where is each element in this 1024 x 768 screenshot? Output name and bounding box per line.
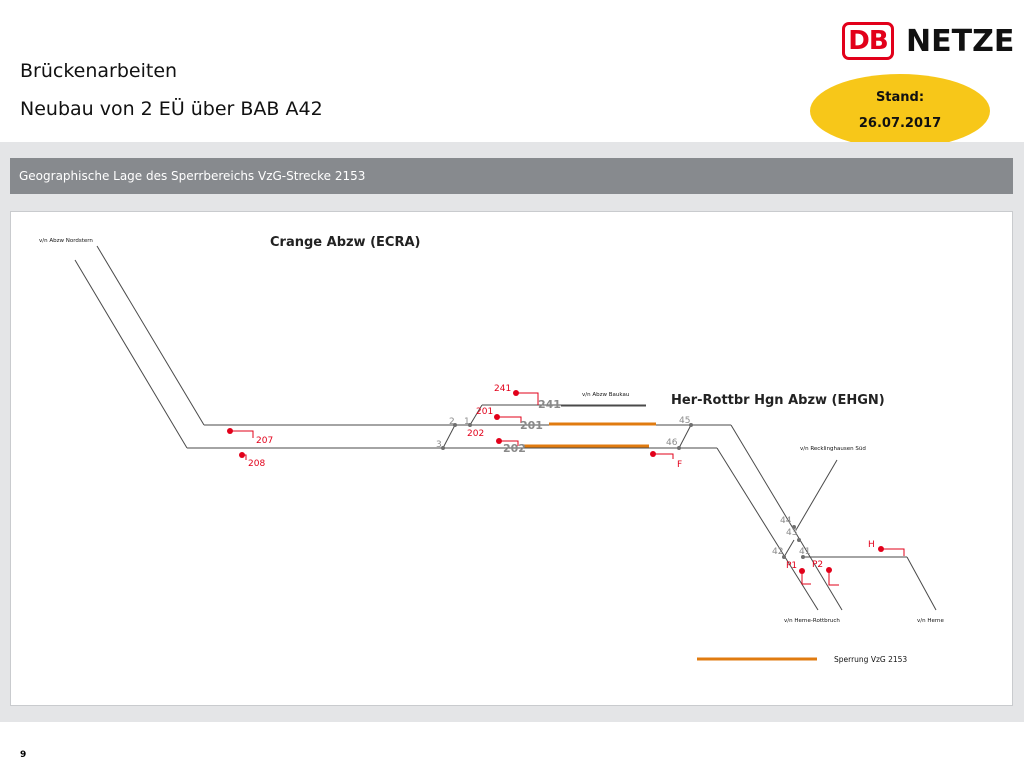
- switch-point-3: [441, 446, 445, 450]
- track-202-label: 202: [503, 442, 526, 455]
- direction-herne-label: v/n Herne: [917, 618, 945, 624]
- signal-f-bracket: [653, 453, 674, 459]
- switch-46-label: 46: [666, 438, 678, 448]
- track-241-label: 241: [538, 398, 561, 411]
- slide-title: Brückenarbeiten: [20, 60, 178, 82]
- signal-p1-label: P1: [786, 561, 797, 571]
- crossover-1-241: [469, 404, 483, 426]
- switch-42-label: 42: [772, 547, 783, 557]
- db-logo-mark: DB: [842, 22, 894, 60]
- switch-43-label: 43: [786, 528, 797, 538]
- direction-recklinghausen-label: v/n Recklinghausen Süd: [800, 446, 866, 452]
- page-number: 9: [20, 750, 27, 760]
- switch-point-41: [801, 555, 805, 559]
- signal-h-label: H: [868, 540, 875, 550]
- track-lower-left-diagonal: [74, 259, 188, 449]
- signal-241-head: [513, 390, 519, 396]
- closure-lines: [524, 422, 817, 661]
- direction-baukau-label: v/n Abzw Baukau: [582, 392, 629, 398]
- netze-logo-text: NETZE: [906, 24, 1015, 59]
- stand-label: Stand:: [875, 90, 925, 105]
- switch-45-label: 45: [679, 416, 690, 426]
- signal-brackets: [230, 392, 905, 586]
- signal-208-head: [239, 452, 245, 458]
- signal-labels: 207 208 241 201 202 F H P1 P2: [248, 384, 875, 571]
- switch-point-42: [782, 555, 786, 559]
- signal-207-label: 207: [256, 436, 273, 446]
- signal-h-head: [878, 546, 884, 552]
- switch-44-label: 44: [780, 516, 792, 526]
- crossover-2-3: [442, 424, 456, 449]
- direction-nordstern-label: v/n Abzw Nordstern: [39, 238, 93, 244]
- slide-subtitle: Neubau von 2 EÜ über BAB A42: [20, 98, 323, 120]
- switch-3-label: 3: [436, 440, 442, 450]
- content-panel: Geographische Lage des Sperrbereichs VzG…: [0, 142, 1024, 722]
- station-herne-label: Her-Rottbr Hgn Abzw (EHGN): [671, 393, 885, 408]
- crossover-45-46: [678, 424, 692, 449]
- track-diagram: Crange Abzw (ECRA) Her-Rottbr Hgn Abzw (…: [10, 211, 1013, 706]
- track-201-label: 201: [520, 419, 543, 432]
- track-herne-diagonal: [906, 556, 937, 611]
- signal-f-label: F: [677, 460, 682, 470]
- signal-201-label: 201: [476, 407, 493, 417]
- signal-f-head: [650, 451, 656, 457]
- signal-201-head: [494, 414, 500, 420]
- track-lower-right-diagonal: [716, 447, 819, 611]
- signal-207-bracket: [230, 430, 254, 438]
- switch-point-46: [677, 446, 681, 450]
- signal-p1-bracket: [801, 571, 811, 585]
- signal-208-label: 208: [248, 459, 265, 469]
- signal-p2-head: [826, 567, 832, 573]
- switch-41-label: 41: [799, 547, 810, 557]
- switch-1-label: 1: [464, 417, 470, 427]
- signal-241-bracket: [516, 392, 539, 405]
- switch-labels: 2 1 3 45 46 44 43 42 41: [436, 416, 810, 557]
- signal-p1-head: [799, 568, 805, 574]
- switch-point-45: [689, 423, 693, 427]
- legend-label: Sperrung VzG 2153: [834, 655, 907, 664]
- signal-202-label: 202: [467, 429, 484, 439]
- switch-point-44: [792, 525, 796, 529]
- stand-date: 26.07.2017: [858, 116, 942, 131]
- signal-201-bracket: [497, 416, 522, 423]
- switch-2-label: 2: [449, 417, 455, 427]
- signal-p2-bracket: [828, 570, 839, 586]
- section-title: Geographische Lage des Sperrbereichs VzG…: [10, 158, 1013, 194]
- signal-202-head: [496, 438, 502, 444]
- track-diagram-svg: Crange Abzw (ECRA) Her-Rottbr Hgn Abzw (…: [39, 235, 945, 664]
- signal-202-bracket: [499, 440, 519, 446]
- crossover-41-42: [783, 539, 795, 558]
- signal-207-head: [227, 428, 233, 434]
- signal-241-label: 241: [494, 384, 511, 394]
- signal-h-bracket: [881, 548, 905, 556]
- track-upper-left-diagonal: [96, 245, 205, 426]
- signal-heads: [227, 390, 884, 574]
- direction-herne-rottbruch-label: v/n Herne-Rottbruch: [784, 618, 840, 624]
- switch-points: [441, 423, 805, 559]
- switch-point-1: [468, 423, 472, 427]
- track-upper-right-diagonal: [730, 424, 843, 611]
- switch-point-2: [453, 423, 457, 427]
- switch-point-43: [797, 538, 801, 542]
- station-crange-label: Crange Abzw (ECRA): [270, 235, 420, 250]
- signal-p2-label: P2: [812, 560, 823, 570]
- track-recklinghausen: [795, 459, 838, 531]
- stand-badge: Stand: 26.07.2017: [810, 74, 990, 148]
